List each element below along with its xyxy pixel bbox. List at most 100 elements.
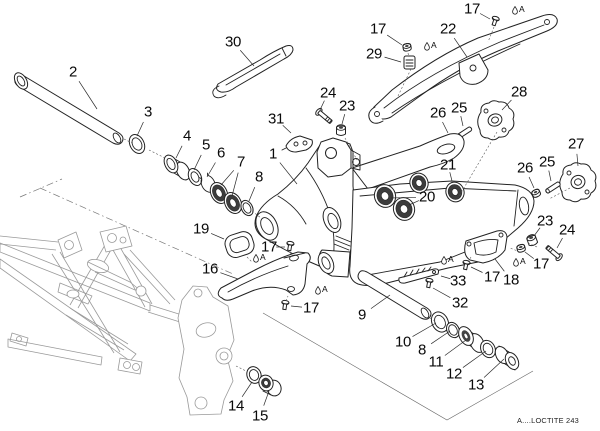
part-label-26: 26 xyxy=(516,159,534,177)
axle-shaft-2 xyxy=(13,72,124,145)
part-label-21: 21 xyxy=(439,156,457,174)
leader-line xyxy=(524,251,535,259)
pin-25-lower xyxy=(544,180,562,195)
leader-line xyxy=(341,114,346,125)
leader-line xyxy=(412,322,437,337)
part-label-12: 12 xyxy=(445,365,463,383)
leader-line xyxy=(442,121,449,134)
leader-line xyxy=(449,172,453,182)
leader-line xyxy=(231,172,239,197)
clip-29 xyxy=(403,55,416,70)
part-label-22: 22 xyxy=(439,20,457,38)
washer-14 xyxy=(246,366,262,384)
leader-line xyxy=(576,153,579,167)
construction-lines xyxy=(19,178,534,421)
washer-3 xyxy=(128,134,146,154)
leader-line xyxy=(453,37,468,58)
leader-line xyxy=(432,287,451,298)
leader-line xyxy=(319,100,325,111)
leader-lines xyxy=(78,13,579,406)
glue-letter: A xyxy=(448,254,454,264)
part-label-3: 3 xyxy=(143,103,153,121)
leader-line xyxy=(430,330,451,345)
chain-adjuster-27 xyxy=(559,162,597,203)
nut-17-left xyxy=(401,42,413,53)
frame-drawing xyxy=(0,225,235,416)
part-label-10: 10 xyxy=(394,333,412,351)
leader-line xyxy=(479,13,491,20)
part-label-31: 31 xyxy=(267,110,285,128)
leader-line xyxy=(501,99,512,111)
loctite-drop-marker: A xyxy=(441,255,454,265)
part-label-17: 17 xyxy=(302,299,320,317)
loctite-drop-marker: A xyxy=(424,41,437,51)
part-label-8: 8 xyxy=(417,341,427,359)
part-label-5: 5 xyxy=(201,136,211,154)
part-label-27: 27 xyxy=(567,135,585,153)
leader-line xyxy=(279,162,298,185)
part-label-6: 6 xyxy=(216,144,226,162)
part-label-17: 17 xyxy=(463,0,481,18)
leader-line xyxy=(282,125,292,134)
chain-guard-22 xyxy=(368,14,558,124)
part-label-11: 11 xyxy=(428,353,444,371)
leader-line xyxy=(248,187,256,202)
leader-line xyxy=(370,294,391,309)
washer-12 xyxy=(480,339,496,359)
washer-10 xyxy=(430,311,450,333)
leader-line xyxy=(78,81,98,110)
leader-line xyxy=(136,121,144,137)
part-label-8: 8 xyxy=(254,168,264,186)
leader-line xyxy=(533,227,541,237)
leader-line xyxy=(444,339,467,356)
part-label-32: 32 xyxy=(451,294,469,312)
glue-drop-icon xyxy=(441,256,447,265)
glue-letter: A xyxy=(520,256,526,266)
part-label-26: 26 xyxy=(429,104,447,122)
chain-guide-30 xyxy=(212,45,294,99)
leader-line xyxy=(239,50,255,67)
bracket-31 xyxy=(281,135,313,153)
glue-letter: A xyxy=(322,284,328,294)
glue-letter: A xyxy=(431,40,437,50)
leader-line xyxy=(210,233,225,240)
leader-line xyxy=(193,154,202,171)
leader-line xyxy=(440,275,451,280)
leader-line xyxy=(290,305,303,308)
part-label-24: 24 xyxy=(319,84,337,102)
leader-line xyxy=(390,196,417,199)
swingarm-drawing xyxy=(254,133,535,286)
dotted-alignment-lines xyxy=(123,26,571,372)
glue-drop-icon xyxy=(512,6,518,15)
leader-line xyxy=(386,34,403,46)
chain-adjuster-28 xyxy=(477,100,515,141)
part-label-14: 14 xyxy=(227,397,245,415)
glue-letter: A xyxy=(519,4,525,14)
ring-8-upper xyxy=(240,199,254,217)
part-label-23: 23 xyxy=(536,212,554,230)
leader-line xyxy=(220,170,235,186)
part-label-19: 19 xyxy=(192,220,210,238)
washer-5 xyxy=(187,168,203,186)
leader-line xyxy=(384,56,402,63)
leader-line xyxy=(263,390,270,406)
leader-line xyxy=(460,116,464,127)
bushing-4 xyxy=(163,154,191,181)
glue-letter: A xyxy=(260,252,266,262)
leader-line xyxy=(175,145,183,159)
part-label-25: 25 xyxy=(538,153,556,171)
part-label-23: 23 xyxy=(338,97,356,115)
glue-drop-icon xyxy=(253,254,259,263)
part-label-13: 13 xyxy=(467,376,485,394)
part-label-25: 25 xyxy=(450,99,468,117)
leader-line xyxy=(470,266,483,273)
bolt-24-upper xyxy=(313,106,335,126)
part-label-2: 2 xyxy=(68,63,78,81)
footnote-loctite: A....LOCTITE 243 xyxy=(517,416,579,425)
leader-line xyxy=(548,170,552,182)
part-label-17: 17 xyxy=(260,238,278,256)
leader-line xyxy=(241,381,253,398)
loctite-drop-marker: A xyxy=(513,257,526,267)
